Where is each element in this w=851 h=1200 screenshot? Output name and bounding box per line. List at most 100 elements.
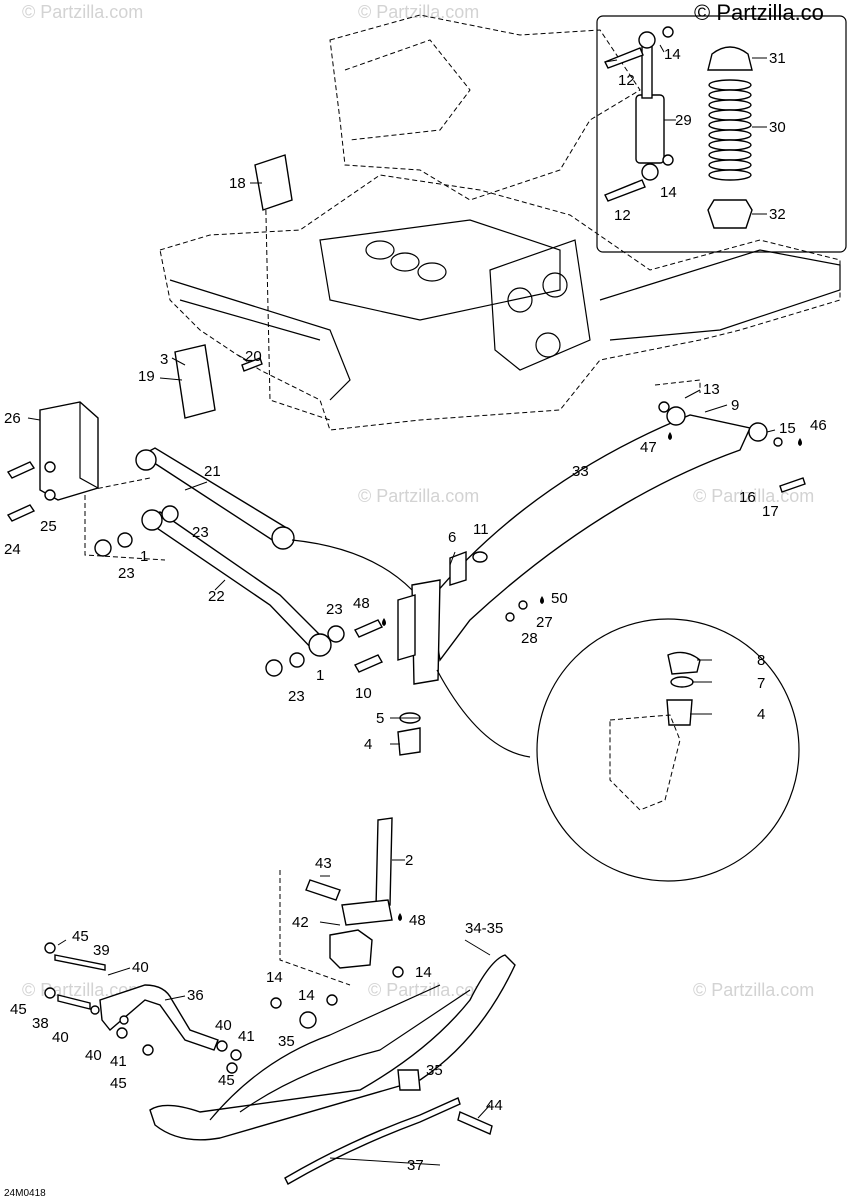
- callout-42: 42: [292, 914, 309, 931]
- plate-bracket: [254, 154, 293, 211]
- callout-5: 5: [376, 710, 384, 727]
- callout-41: 41: [238, 1028, 255, 1045]
- callout-39: 39: [93, 942, 110, 959]
- callout-48: 48: [409, 912, 426, 929]
- callout-17: 17: [762, 503, 779, 520]
- callout-45: 45: [72, 928, 89, 945]
- callout-45: 45: [10, 1001, 27, 1018]
- brand-watermark: © Partzilla.co: [694, 0, 824, 25]
- mount-block: [39, 401, 99, 501]
- leader-lines: [27, 44, 776, 1166]
- callout-14: 14: [664, 46, 681, 63]
- callout-20: 20: [245, 348, 262, 365]
- callout-35: 35: [426, 1062, 443, 1079]
- callout-29: 29: [675, 112, 692, 129]
- assembly-arrow: [291, 539, 413, 591]
- callout-21: 21: [204, 463, 221, 480]
- callout-4: 4: [364, 736, 372, 753]
- grease-drops: [382, 432, 802, 921]
- callout-23: 23: [288, 688, 305, 705]
- detail-inset: [536, 618, 800, 882]
- stopper-block: [329, 929, 373, 969]
- shock-inset: [596, 15, 847, 253]
- callout-43: 43: [315, 855, 332, 872]
- callout-27: 27: [536, 614, 553, 631]
- callout-18: 18: [229, 175, 246, 192]
- callout-35: 35: [278, 1033, 295, 1050]
- callout-10: 10: [355, 685, 372, 702]
- callout-32: 32: [769, 206, 786, 223]
- callout-14: 14: [298, 987, 315, 1004]
- pivot-bracket: [174, 344, 216, 419]
- watermark-text: © Partzilla.com: [358, 2, 479, 22]
- callout-36: 36: [187, 987, 204, 1004]
- callout-34-35: 34-35: [465, 920, 503, 937]
- callout-45: 45: [218, 1072, 235, 1089]
- callouts: 18 3 20 19 26 21 23 25 24 1 23 22 23 48 …: [4, 46, 827, 1199]
- housing-plate: [397, 594, 416, 661]
- callout-31: 31: [769, 50, 786, 67]
- watermark-text: © Partzilla.com: [693, 980, 814, 1000]
- callout-47: 47: [640, 439, 657, 456]
- callout-24: 24: [4, 541, 21, 558]
- chassis-frame: [84, 14, 841, 986]
- callout-38: 38: [32, 1015, 49, 1032]
- callout-40: 40: [215, 1017, 232, 1034]
- trailing-arm: [429, 414, 751, 662]
- callout-16: 16: [739, 489, 756, 506]
- hardware: [6, 357, 806, 1135]
- callout-12: 12: [618, 72, 635, 89]
- callout-41: 41: [110, 1053, 127, 1070]
- callout-46: 46: [810, 417, 827, 434]
- spindle: [375, 817, 393, 908]
- callout-14: 14: [266, 969, 283, 986]
- callout-44: 44: [486, 1097, 503, 1114]
- callout-6: 6: [448, 529, 456, 546]
- callout-19: 19: [138, 368, 155, 385]
- callout-14: 14: [660, 184, 677, 201]
- bushing: [397, 727, 421, 756]
- spindle-housing: [411, 579, 441, 685]
- skag-runner: [284, 1097, 461, 1185]
- watermark-text: © Partzilla.com: [358, 486, 479, 506]
- callout-1: 1: [316, 667, 324, 684]
- callout-4: 4: [757, 706, 765, 723]
- ski: [149, 954, 516, 1141]
- callout-40: 40: [132, 959, 149, 976]
- callout-11: 11: [473, 521, 489, 538]
- callout-28: 28: [521, 630, 538, 647]
- watermark-text: © Partzilla.com: [22, 2, 143, 22]
- callout-9: 9: [731, 397, 739, 414]
- callout-23: 23: [192, 524, 209, 541]
- callout-37: 37: [407, 1157, 424, 1174]
- pin: [305, 879, 341, 901]
- callout-14: 14: [415, 964, 432, 981]
- callout-23: 23: [118, 565, 135, 582]
- diagram-code: 24M0418: [4, 1188, 46, 1199]
- callout-48: 48: [353, 595, 370, 612]
- callout-1: 1: [140, 548, 148, 565]
- callout-25: 25: [40, 518, 57, 535]
- callout-30: 30: [769, 119, 786, 136]
- callout-12: 12: [614, 207, 631, 224]
- callout-40: 40: [52, 1029, 69, 1046]
- callout-7: 7: [757, 675, 765, 692]
- callout-33: 33: [572, 463, 589, 480]
- spindle-arm: [341, 899, 393, 926]
- callout-23: 23: [326, 601, 343, 618]
- callout-15: 15: [779, 420, 796, 437]
- callout-8: 8: [757, 652, 765, 669]
- radius-rods: [135, 447, 332, 657]
- detail-arrow: [436, 669, 531, 758]
- callout-45: 45: [110, 1075, 127, 1092]
- callout-13: 13: [703, 381, 720, 398]
- callout-3: 3: [160, 351, 168, 368]
- callout-22: 22: [208, 588, 225, 605]
- watermarks: © Partzilla.com © Partzilla.com © Partzi…: [22, 0, 824, 1000]
- callout-40: 40: [85, 1047, 102, 1064]
- ski-handle: [99, 984, 219, 1051]
- callout-26: 26: [4, 410, 21, 427]
- callout-2: 2: [405, 852, 413, 869]
- callout-50: 50: [551, 590, 568, 607]
